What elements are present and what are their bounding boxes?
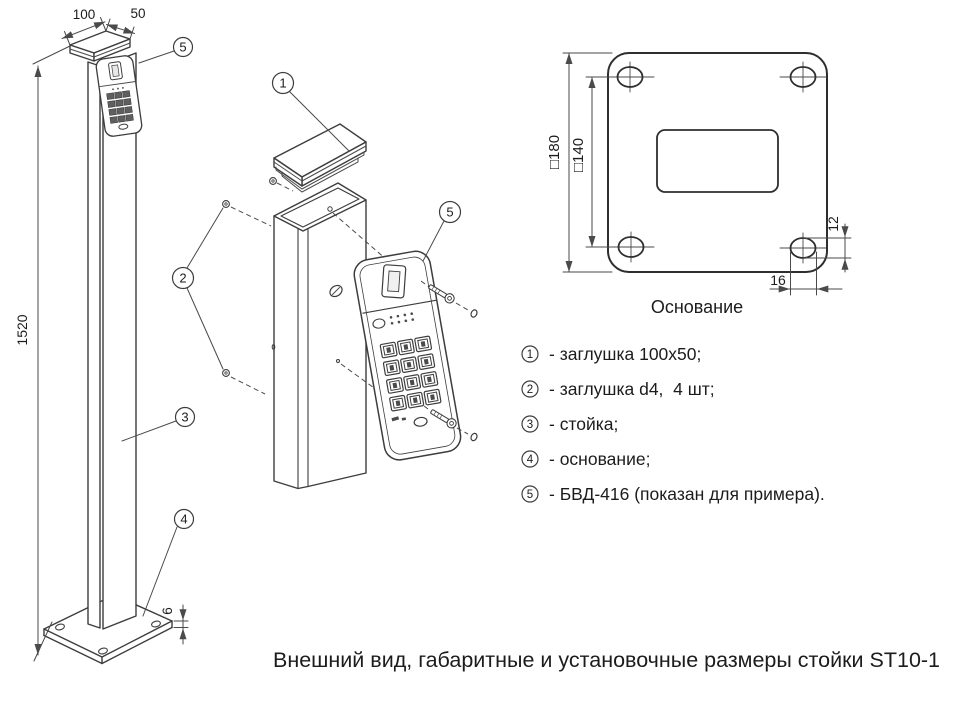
callout-keypad-exploded: 5 [422,200,462,262]
legend-num-3: 3 [527,419,533,431]
base-plate-caption: Основание [651,297,743,317]
legend: 1 - заглушка 100x50; 2 - заглушка d4, 4 … [521,344,825,504]
dim-top-depth-50: 50 [105,6,146,40]
callout-post-number: 3 [181,410,188,425]
legend-label-2: - заглушка d4, 4 шт; [549,379,715,399]
callout-keypad-left-view: 5 [138,36,194,64]
legend-label-3: - стойка; [549,414,618,434]
callout-keypad-exploded-number: 5 [446,205,453,220]
pole-body [87,52,137,630]
callout-post: 3 [121,406,196,442]
dim-slot-height-12: 12 [802,216,852,273]
exploded-view: 1 [171,71,478,490]
legend-item-2: 2 - заглушка d4, 4 шт; [521,379,715,399]
dim-slot-height-label: 12 [825,216,841,232]
base-plate-view: □180 □140 12 16 Основание [546,52,852,317]
dim-hole-spacing-140: □140 [570,76,596,248]
legend-num-5: 5 [527,489,533,501]
callout-base-number: 4 [180,512,187,527]
callout-keypad-number: 5 [179,40,186,55]
dim-top-width-100: 100 [61,7,107,46]
legend-item-4: 4 - основание; [521,449,650,469]
callout-cap-number: 1 [279,76,286,91]
keypad-screw-bottom [423,405,478,442]
legend-item-1: 1 - заглушка 100x50; [521,344,701,364]
dim-top-depth-label: 50 [130,6,145,21]
callout-plugs: 2 [171,207,224,370]
exploded-keypad [353,250,462,461]
column-oval-hole [329,284,343,298]
callout-plugs-number: 2 [179,271,186,286]
callout-base: 4 [142,508,195,617]
plate-hole-top-right [779,61,827,93]
plug-top [269,177,277,185]
legend-item-3: 3 - стойка; [521,414,618,434]
dim-height-1520: 1520 [14,45,71,662]
plug-left-upper [222,200,230,208]
dim-slot-width-label: 16 [770,272,786,288]
exploded-column [271,182,367,490]
dim-hole-spacing-label: □140 [570,138,587,172]
legend-num-1: 1 [527,349,533,361]
callout-cap: 1 [271,71,350,152]
legend-label-5: - БВД-416 (показан для примера). [549,484,825,504]
dim-plate-size-label: □180 [546,135,563,169]
dim-base-thickness-label: 6 [160,607,175,615]
dim-slot-width-16: 16 [769,251,843,296]
exploded-cap [273,123,367,193]
dim-top-width-label: 100 [73,7,96,22]
keypad-speaker-dots [389,312,415,325]
legend-num-2: 2 [527,384,533,396]
legend-label-1: - заглушка 100x50; [549,344,701,364]
keypad-visor-slot [381,264,407,299]
drawing-caption: Внешний вид, габаритные и установочные р… [273,648,940,672]
plate-hole-top-left [585,61,655,93]
pole-view: 1520 100 50 6 5 [14,6,196,665]
legend-label-4: - основание; [549,449,650,469]
dim-height-label: 1520 [14,314,30,345]
legend-num-4: 4 [527,454,534,466]
dim-plate-size-180: □180 [546,52,613,273]
plug-left-lower [222,369,230,377]
legend-item-5: 5 - БВД-416 (показан для примера). [521,484,825,504]
plate-hole-bottom-left [585,231,655,263]
pole-keypad [95,55,143,137]
dim-base-thickness-6: 6 [160,604,189,645]
keypad-screw-top [420,280,478,318]
